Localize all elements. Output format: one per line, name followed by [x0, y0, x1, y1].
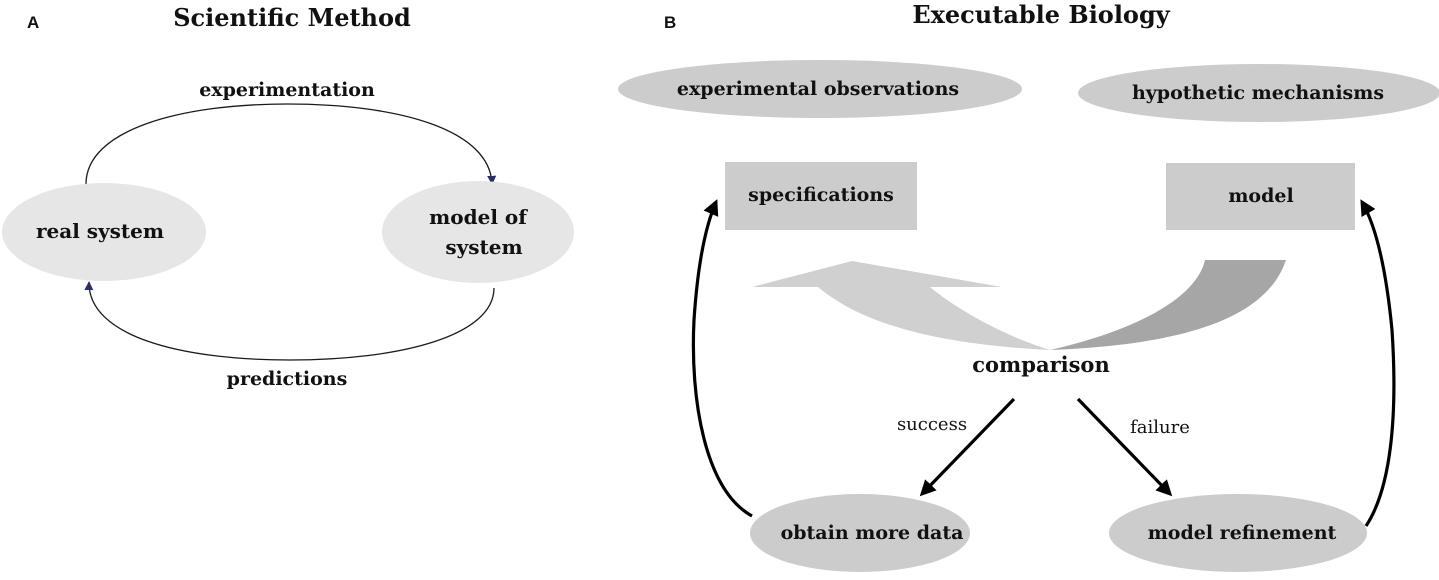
- panel-a-title: Scientific Method: [173, 3, 411, 32]
- model-refinement-ellipse: [1109, 494, 1367, 572]
- real-system-label: real system: [36, 219, 164, 243]
- panel-a-letter: A: [27, 13, 39, 32]
- model-of-system-ellipse: [382, 181, 574, 283]
- model-of-system-label-line2: system: [445, 235, 522, 259]
- hypothetic-mechanisms-label: hypothetic mechanisms: [1132, 82, 1384, 104]
- real-system-ellipse: [2, 183, 206, 281]
- experimentation-label: experimentation: [199, 79, 375, 101]
- obtain-more-data-ellipse: [750, 494, 970, 572]
- panel-b-letter: B: [664, 13, 676, 32]
- specifications-box: [725, 162, 917, 230]
- specifications-label: specifications: [748, 184, 894, 206]
- panel-b-title: Executable Biology: [912, 0, 1170, 29]
- predictions-label: predictions: [227, 368, 348, 390]
- success-arrow: [919, 397, 1016, 497]
- failure-label: failure: [1130, 417, 1190, 438]
- curved-arrow-dark-tail: [1050, 260, 1286, 350]
- model-of-system-label-line1: model of: [429, 205, 528, 229]
- model-box: [1166, 163, 1355, 230]
- model-label: model: [1228, 185, 1293, 207]
- curved-arrow-light-body: [752, 261, 1050, 350]
- experimental-observations-label: experimental observations: [677, 78, 959, 100]
- model-refinement-label: model refinement: [1148, 522, 1337, 544]
- refinement-to-model-arrow: [1360, 199, 1396, 527]
- obtain-more-data-label: obtain more data: [781, 522, 964, 544]
- failure-arrow: [1076, 397, 1173, 497]
- experimentation-arc: [85, 103, 497, 185]
- predictions-arc: [84, 281, 495, 361]
- success-label: success: [897, 414, 967, 435]
- hypothetic-mechanisms-ellipse: [1078, 64, 1439, 122]
- obtain-data-to-specifications-arrow: [691, 199, 753, 518]
- panel-a: A Scientific Method experimentation real…: [2, 3, 574, 390]
- panel-b: B Executable Biology experimental observ…: [618, 0, 1439, 572]
- comparison-label: comparison: [972, 352, 1109, 377]
- experimental-observations-ellipse: [618, 60, 1022, 118]
